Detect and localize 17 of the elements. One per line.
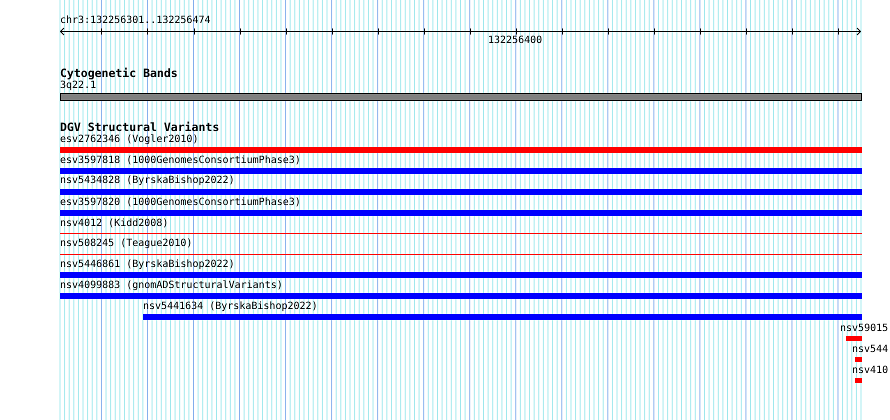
band-label: 3q22.1 [60,80,96,92]
variant-label: nsv5434828 (ByrskaBishop2022) [60,175,235,187]
track-heading: DGV Structural Variants [60,121,220,134]
variant-label: esv3597818 (1000GenomesConsortiumPhase3) [60,155,301,167]
variant-label: nsv4012 (Kidd2008) [60,218,168,230]
tick-label: 132256400 [488,35,542,47]
variant-label: nsv508245 (Teague2010) [60,238,192,250]
variant-label: nsv5441634 (ByrskaBishop2022) [143,301,318,313]
locus-label: chr3:132256301..132256474 [60,15,211,27]
variant-label: nsv59015 [840,323,888,335]
variant-label: nsv4099883 (gnomADStructuralVariants) [60,280,283,292]
variant-label: nsv544 [852,344,888,356]
variant-label: nsv5446861 (ByrskaBishop2022) [60,259,235,271]
variant-label: nsv410 [852,365,888,377]
track-heading: Cytogenetic Bands [60,67,178,80]
variant-label: esv3597820 (1000GenomesConsortiumPhase3) [60,197,301,209]
variant-label: esv2762346 (Vogler2010) [60,134,198,146]
